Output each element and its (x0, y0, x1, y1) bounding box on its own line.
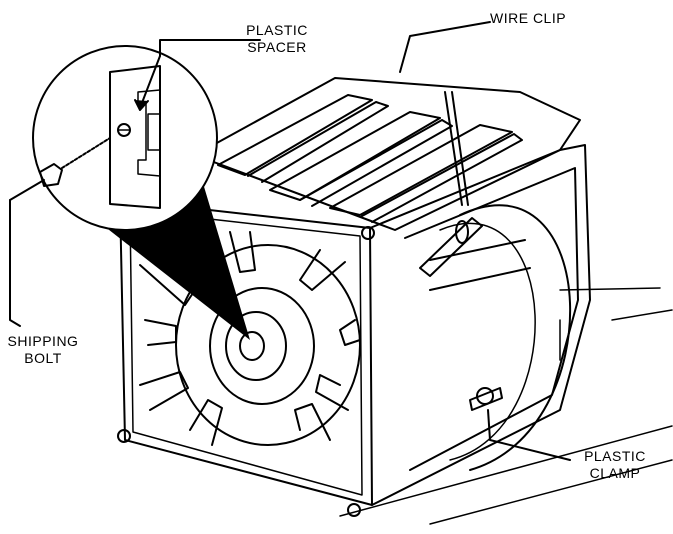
callout-wire-clip: WIRE CLIP (490, 10, 600, 27)
tub-top (194, 77, 581, 231)
wire-clip (419, 91, 483, 277)
callout-plastic-spacer-line2: SPACER (247, 39, 307, 55)
callout-shipping-bolt-line2: BOLT (24, 350, 62, 366)
floor-sheet (339, 287, 673, 525)
callout-shipping-bolt: SHIPPING BOLT (0, 333, 86, 367)
callout-plastic-clamp-line2: CLAMP (589, 465, 641, 481)
tub-side-face (369, 144, 591, 506)
plastic-spacer-part (109, 65, 161, 209)
callout-plastic-clamp: PLASTIC CLAMP (570, 448, 660, 482)
callout-wire-clip-text: WIRE CLIP (490, 10, 567, 26)
shipping-bolt-part (61, 137, 111, 169)
leader-lines (9, 21, 571, 461)
magnifier-detail (32, 45, 218, 231)
callout-plastic-spacer-line1: PLASTIC (246, 22, 308, 38)
callout-plastic-clamp-line1: PLASTIC (584, 448, 646, 464)
callout-shipping-bolt-line1: SHIPPING (7, 333, 79, 349)
plastic-clamp (469, 387, 503, 411)
callout-plastic-spacer: PLASTIC SPACER (222, 22, 332, 56)
